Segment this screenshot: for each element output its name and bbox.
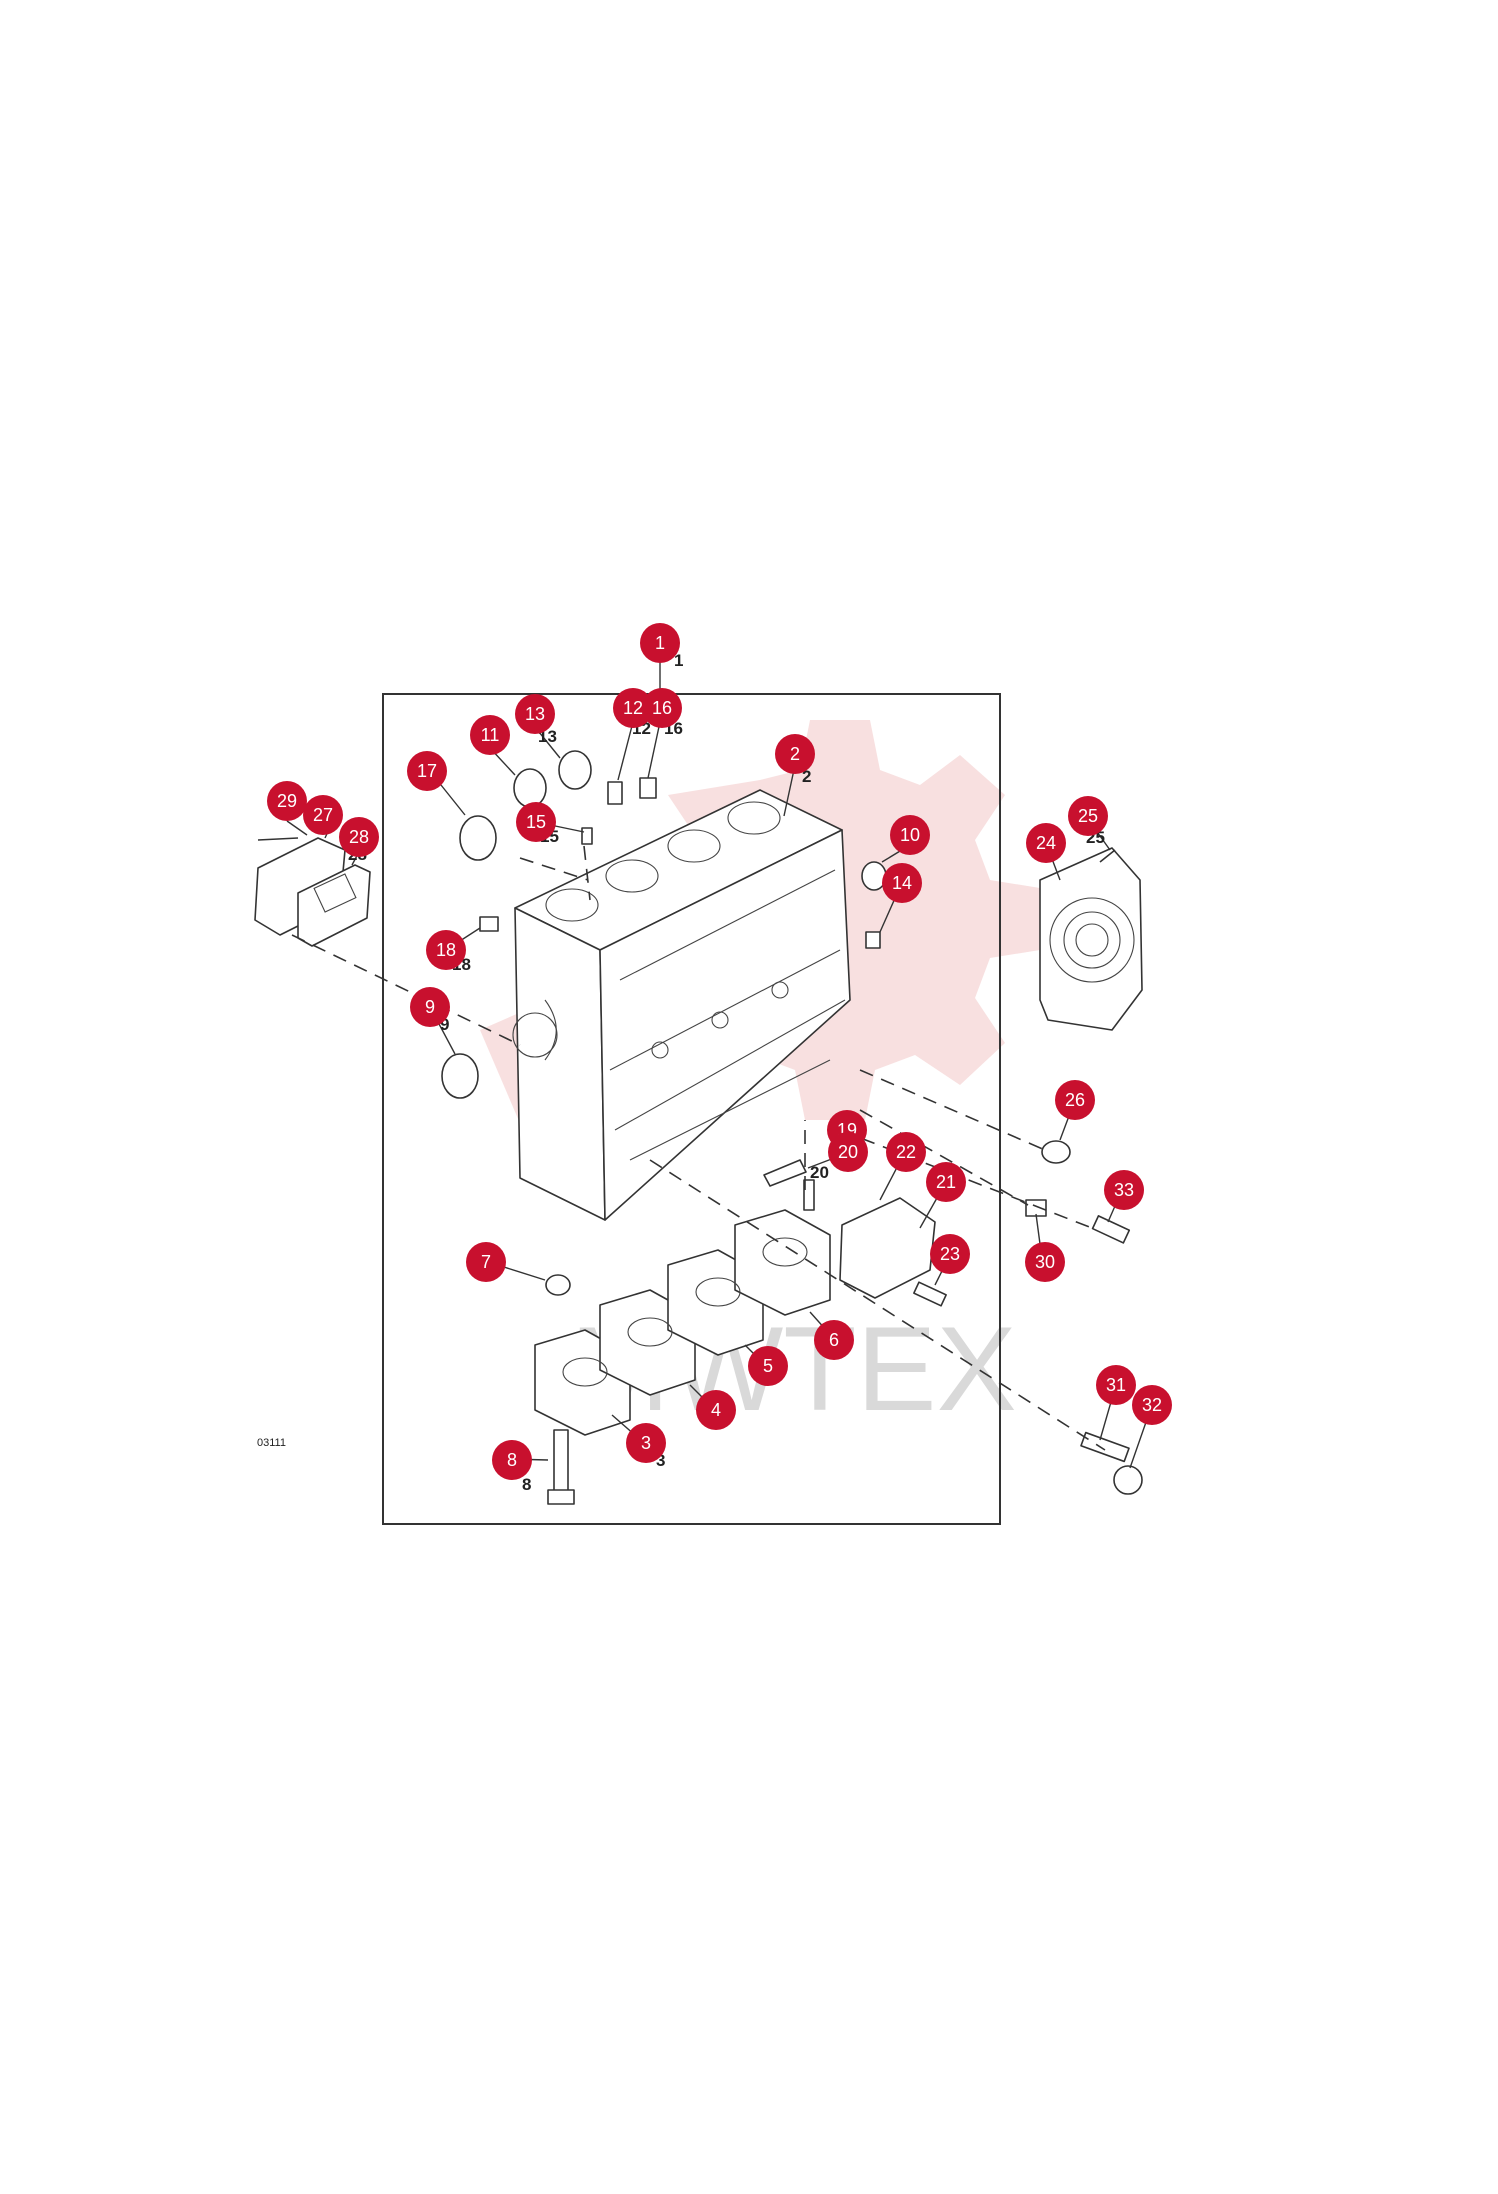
- svg-text:17: 17: [417, 761, 437, 781]
- callout-25: 25: [1068, 796, 1108, 836]
- callout-14: 14: [882, 863, 922, 903]
- svg-text:2: 2: [790, 744, 800, 764]
- callout-5: 5: [748, 1346, 788, 1386]
- callout-18: 18: [426, 930, 466, 970]
- svg-text:31: 31: [1106, 1375, 1126, 1395]
- svg-text:3: 3: [641, 1433, 651, 1453]
- svg-text:28: 28: [349, 827, 369, 847]
- svg-text:1: 1: [674, 651, 683, 670]
- svg-text:13: 13: [525, 704, 545, 724]
- svg-text:23: 23: [940, 1244, 960, 1264]
- svg-text:30: 30: [1035, 1252, 1055, 1272]
- svg-text:12: 12: [623, 698, 643, 718]
- callout-3: 3: [626, 1423, 666, 1463]
- svg-text:25: 25: [1078, 806, 1098, 826]
- callout-13: 13: [515, 694, 555, 734]
- svg-text:14: 14: [892, 873, 912, 893]
- svg-text:22: 22: [896, 1142, 916, 1162]
- callout-15: 15: [516, 802, 556, 842]
- svg-text:29: 29: [277, 791, 297, 811]
- svg-text:33: 33: [1114, 1180, 1134, 1200]
- callout-17: 17: [407, 751, 447, 791]
- callout-33: 33: [1104, 1170, 1144, 1210]
- svg-text:2: 2: [802, 767, 811, 786]
- callout-6: 6: [814, 1320, 854, 1360]
- svg-text:18: 18: [436, 940, 456, 960]
- svg-text:21: 21: [936, 1172, 956, 1192]
- callout-31: 31: [1096, 1365, 1136, 1405]
- svg-text:4: 4: [711, 1400, 721, 1420]
- rear-seal-housing: [1039, 847, 1143, 1031]
- callout-10: 10: [890, 815, 930, 855]
- main-bearing-caps: [534, 1209, 831, 1436]
- callout-11: 11: [470, 715, 510, 755]
- assembly-dashed-lines: [291, 845, 1106, 1451]
- svg-text:8: 8: [522, 1475, 531, 1494]
- callout-26: 26: [1055, 1080, 1095, 1120]
- callout-2: 2: [775, 734, 815, 774]
- callout-16: 16: [642, 688, 682, 728]
- callout-20: 20: [828, 1132, 868, 1172]
- callout-32: 32: [1132, 1385, 1172, 1425]
- svg-text:5: 5: [763, 1356, 773, 1376]
- callout-4: 4: [696, 1390, 736, 1430]
- engine-block: [512, 789, 851, 1221]
- svg-text:3: 3: [656, 1451, 665, 1470]
- callout-22: 22: [886, 1132, 926, 1172]
- callout-12: 12: [613, 688, 653, 728]
- svg-text:20: 20: [838, 1142, 858, 1162]
- svg-text:9: 9: [425, 997, 435, 1017]
- diagram-frame: [382, 693, 1001, 1525]
- cover-plates-left: [254, 837, 371, 947]
- figure-id: 03111: [257, 1437, 286, 1449]
- svg-text:9: 9: [440, 1015, 449, 1034]
- callout-29: 29: [267, 781, 307, 821]
- svg-text:11: 11: [481, 725, 500, 745]
- svg-text:7: 7: [481, 1252, 491, 1272]
- svg-text:1: 1: [655, 633, 665, 653]
- callout-30: 30: [1025, 1242, 1065, 1282]
- svg-text:10: 10: [900, 825, 920, 845]
- callout-27: 27: [303, 795, 343, 835]
- callout-badges: 1 2 3 4 5 6 7 8 9 10 11 12 13 14 15 16 1…: [267, 623, 1172, 1480]
- callout-28: 28: [339, 817, 379, 857]
- callout-8: 8: [492, 1440, 532, 1480]
- svg-text:32: 32: [1142, 1395, 1162, 1415]
- callout-9: 9: [410, 987, 450, 1027]
- svg-text:24: 24: [1036, 833, 1056, 853]
- callout-24: 24: [1026, 823, 1066, 863]
- svg-text:16: 16: [652, 698, 672, 718]
- svg-text:6: 6: [829, 1330, 839, 1350]
- callout-23: 23: [930, 1234, 970, 1274]
- svg-text:27: 27: [313, 805, 333, 825]
- callout-7: 7: [466, 1242, 506, 1282]
- svg-text:15: 15: [526, 812, 546, 832]
- callout-21: 21: [926, 1162, 966, 1202]
- svg-text:26: 26: [1065, 1090, 1085, 1110]
- callout-1: 1: [640, 623, 680, 663]
- svg-text:20: 20: [810, 1163, 829, 1182]
- small-parts: [441, 750, 1143, 1505]
- svg-text:8: 8: [507, 1450, 517, 1470]
